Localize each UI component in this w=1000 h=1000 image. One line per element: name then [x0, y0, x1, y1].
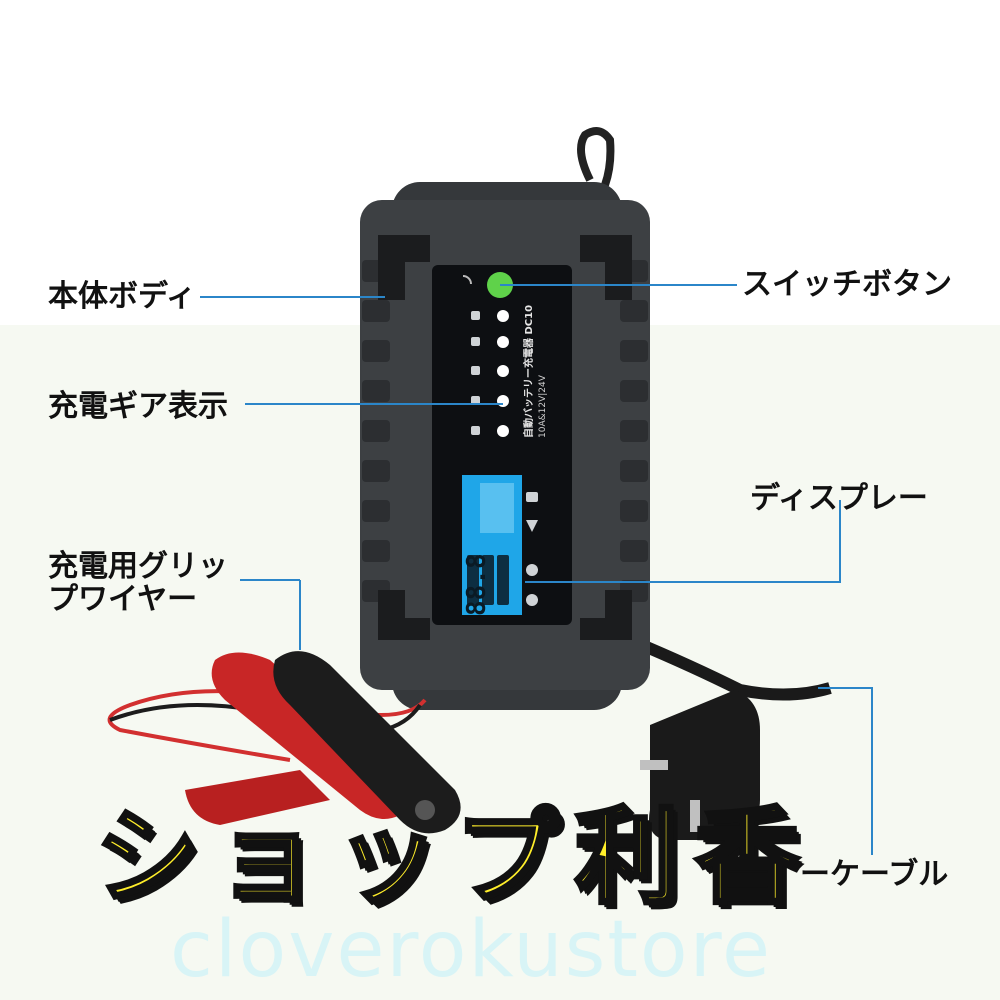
top-cable [577, 127, 615, 187]
rating-text: 10A&12V|24V [538, 375, 548, 438]
black-clamp [273, 651, 461, 834]
gear-icons [471, 311, 480, 435]
callout-lines [200, 284, 873, 855]
wireless-icon [462, 275, 472, 285]
label-display: ディスプレー [750, 481, 928, 516]
lcd-digits: 88.8 [462, 553, 492, 616]
gear-leds [497, 310, 509, 437]
label-gear: 充電ギア表示 [48, 389, 228, 424]
charger-body [360, 182, 650, 710]
watermark-main: ショップ利香 [93, 794, 816, 920]
model-title: 自動バッテリー充電器 DC10 [524, 304, 535, 438]
label-power: ーケーブル [800, 857, 949, 892]
power-plug [640, 690, 760, 840]
label-body: 本体ボディ [48, 279, 196, 314]
watermark-bottom: cloverokustore [170, 905, 772, 995]
mode-icons [526, 492, 538, 606]
power-cable [627, 634, 832, 701]
label-switch: スイッチボタン [742, 267, 952, 302]
label-clip: 充電用グリップワイヤー [48, 549, 228, 617]
